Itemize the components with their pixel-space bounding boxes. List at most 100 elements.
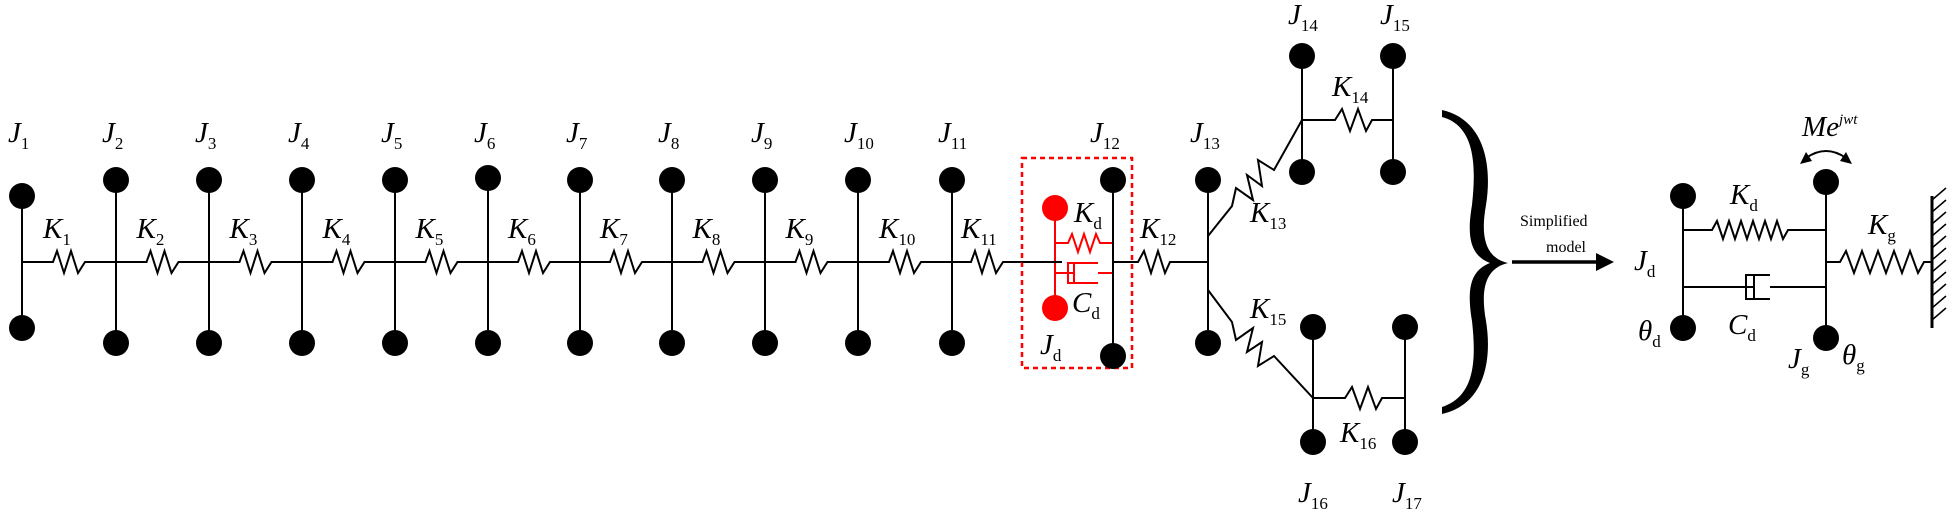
inertia-j11-top <box>939 167 965 193</box>
inertia-j2-bottom <box>103 330 129 356</box>
spring-k16-label: K16 <box>1339 417 1376 453</box>
simplified-spring-kd <box>1683 217 1826 243</box>
moment-arrowhead-left-icon <box>1800 152 1812 164</box>
moment-arc-icon <box>1805 150 1847 159</box>
inertia-j16-label: J16 <box>1298 477 1328 513</box>
simplified-jg-label: Jg <box>1788 343 1810 379</box>
branch-section: J13 K13 J14 K14 J15 K15 J16 K16 J17 <box>1190 0 1422 513</box>
inertia-j14-top <box>1289 43 1315 69</box>
spring-k1-label: K1 <box>42 213 71 249</box>
inertia-j3-label: J3 <box>195 117 216 153</box>
inertia-j7-label: J7 <box>566 117 588 153</box>
inertia-j9-top <box>752 167 778 193</box>
inertia-j9: J9 <box>751 117 778 356</box>
arrow-text-line1: Simplified <box>1520 213 1588 230</box>
inertia-j10-label: J10 <box>844 117 874 153</box>
inertia-j8-bottom <box>659 330 685 356</box>
inertia-j13-label: J13 <box>1190 117 1220 153</box>
simplified-cd-label: Cd <box>1728 309 1756 345</box>
simplified-thetad-label: θd <box>1638 315 1661 351</box>
inertia-j11: J11 <box>938 117 967 356</box>
inertia-j3-bottom <box>196 330 222 356</box>
inertia-j8-label: J8 <box>658 117 679 153</box>
inertia-j17-bottom <box>1392 429 1418 455</box>
inertia-j4-label: J4 <box>288 117 310 153</box>
ground-hatch-icon <box>1931 187 1947 321</box>
arrow-text-line2: model <box>1546 239 1587 256</box>
inertia-j8-top <box>659 167 685 193</box>
inertia-j14-label: J14 <box>1288 0 1318 35</box>
inertia-j12-label: J12 <box>1090 117 1120 153</box>
inertia-j6-label: J6 <box>474 117 495 153</box>
inertia-j14-bottom <box>1289 159 1315 185</box>
inertia-j7-top <box>567 167 593 193</box>
inertia-j7-bottom <box>567 330 593 356</box>
inertia-j12-bottom <box>1100 343 1126 369</box>
simplified-spring-kg <box>1826 248 1932 276</box>
damper-jd-label: Jd <box>1040 329 1062 365</box>
inertia-j5-bottom <box>382 330 408 356</box>
simplified-jd-label: Jd <box>1634 245 1656 281</box>
spring-k13-label: K13 <box>1249 197 1286 233</box>
spring-k12: K12 <box>1022 213 1208 277</box>
inertia-j2-label: J2 <box>102 117 123 153</box>
inertia-j16-bottom <box>1300 429 1326 455</box>
spring-k7 <box>580 247 672 277</box>
inertia-j3: J3 <box>195 117 222 356</box>
simplified-kg-label: Kg <box>1867 209 1896 245</box>
inertia-j15-top <box>1380 43 1406 69</box>
inertia-j7: J7 <box>566 117 593 356</box>
inertia-j5: J5 <box>381 117 408 356</box>
spring-k6 <box>488 247 580 277</box>
inertia-j13-top <box>1195 167 1221 193</box>
inertia-j17-top <box>1392 314 1418 340</box>
inertia-j4: J4 <box>288 117 315 356</box>
spring-k15-label: K15 <box>1249 293 1286 329</box>
damper-dashpot-cylinder <box>1067 262 1098 284</box>
spring-k12-label: K12 <box>1139 213 1176 249</box>
spring-k5 <box>395 247 488 277</box>
damper-mass-top <box>1042 195 1068 221</box>
inertia-j9-bottom <box>752 330 778 356</box>
inertia-j1-label: J1 <box>8 117 29 153</box>
spring-k13 <box>1207 119 1303 237</box>
spring-k14-label: K14 <box>1331 71 1369 107</box>
spring-k4-label: K4 <box>322 213 351 249</box>
spring-k16 <box>1313 384 1405 412</box>
simplified-jd-bottom <box>1670 315 1696 341</box>
inertia-j9-label: J9 <box>751 117 772 153</box>
spring-k3 <box>209 247 302 277</box>
simplified-jd-top <box>1670 183 1696 209</box>
spring-k1 <box>22 247 116 277</box>
simplified-jg-bottom <box>1813 325 1839 351</box>
inertia-j1: J1 <box>8 117 35 341</box>
inertia-j5-top <box>382 167 408 193</box>
inertia-j4-top <box>289 167 315 193</box>
inertia-j2: J2 <box>102 117 129 356</box>
inertia-j5-label: J5 <box>381 117 402 153</box>
simplified-model: Jd θd Kd Cd Jg θg Mejwt Kg <box>1634 111 1947 379</box>
spring-k11-label: K11 <box>960 213 997 249</box>
inertia-j1-top <box>9 183 35 209</box>
inertia-j12: J12 <box>1090 117 1126 369</box>
spring-k9 <box>765 247 858 277</box>
inertia-j15-label: J15 <box>1380 0 1410 35</box>
spring-k2 <box>116 247 209 277</box>
moment-arrowhead-right-icon <box>1840 152 1852 164</box>
damper-box: Kd Cd Jd <box>1020 156 1134 370</box>
inertia-j6-top <box>475 165 501 191</box>
inertia-j11-bottom <box>939 330 965 356</box>
curly-brace <box>1442 110 1508 414</box>
spring-k14 <box>1302 106 1393 134</box>
simplified-model-arrow: Simplified model <box>1512 213 1614 271</box>
simplified-thetag-label: θg <box>1842 339 1865 375</box>
spring-k9-label: K9 <box>785 213 814 249</box>
inertia-j1-bottom <box>9 315 35 341</box>
inertia-j6-bottom <box>475 330 501 356</box>
spring-k3-label: K3 <box>229 213 258 249</box>
simplified-jg-top <box>1813 169 1839 195</box>
inertia-j3-top <box>196 167 222 193</box>
spring-k7-label: K7 <box>599 213 628 249</box>
spring-k2-label: K2 <box>136 213 165 249</box>
